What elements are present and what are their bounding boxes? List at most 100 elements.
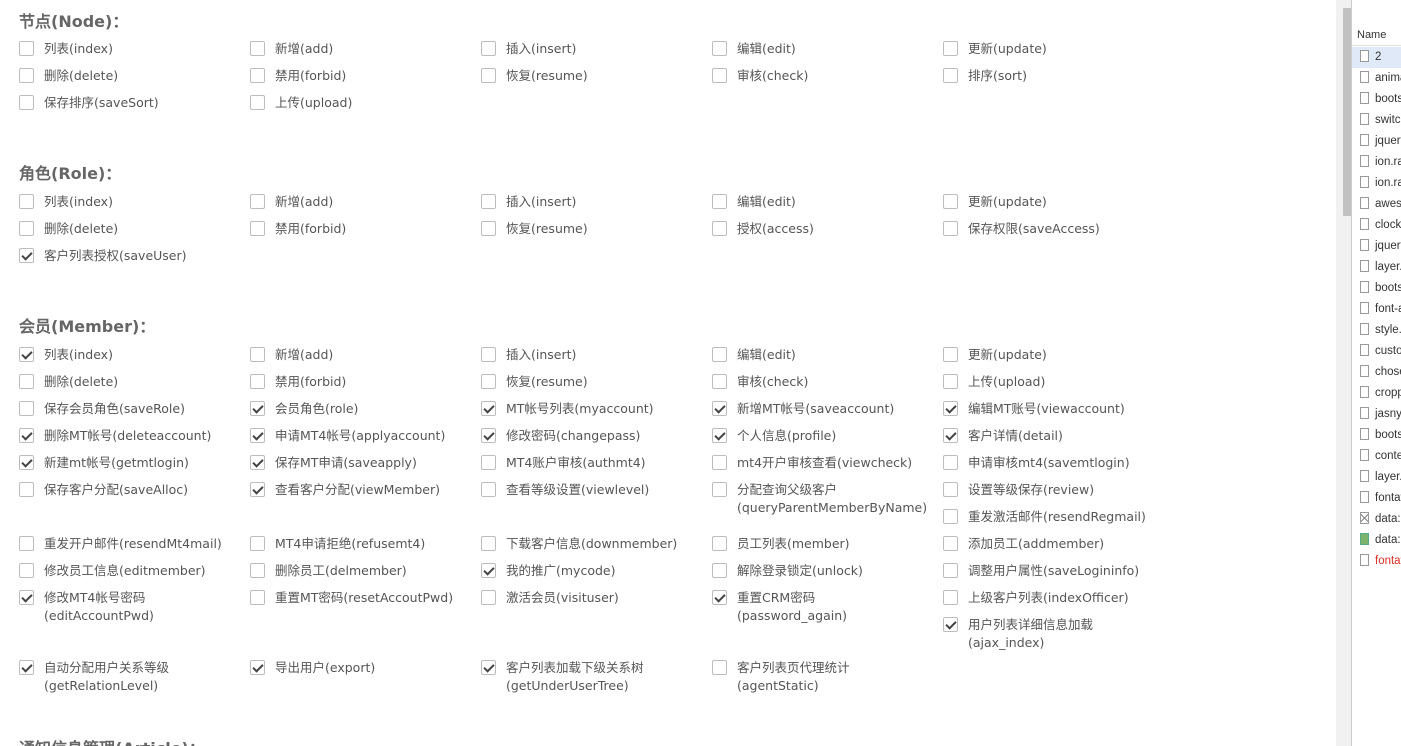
permission-checkbox[interactable]: [250, 194, 265, 209]
permission-option[interactable]: 员工列表(member): [712, 535, 850, 553]
permission-option[interactable]: 列表(index): [19, 193, 113, 211]
permission-option[interactable]: 个人信息(profile): [712, 427, 836, 445]
permission-checkbox[interactable]: [250, 428, 265, 443]
permission-checkbox[interactable]: [943, 68, 958, 83]
permission-checkbox[interactable]: [481, 482, 496, 497]
permission-option[interactable]: 新增MT帐号(saveaccount): [712, 400, 894, 418]
permission-checkbox[interactable]: [943, 482, 958, 497]
permission-checkbox[interactable]: [481, 41, 496, 56]
permission-checkbox[interactable]: [250, 660, 265, 675]
permission-checkbox[interactable]: [943, 590, 958, 605]
permission-option[interactable]: 保存排序(saveSort): [19, 94, 159, 112]
permission-checkbox[interactable]: [481, 563, 496, 578]
permission-checkbox[interactable]: [250, 563, 265, 578]
permission-checkbox[interactable]: [943, 401, 958, 416]
permission-option[interactable]: 修改员工信息(editmember): [19, 562, 206, 580]
permission-checkbox[interactable]: [19, 374, 34, 389]
permission-checkbox[interactable]: [19, 194, 34, 209]
permission-option[interactable]: 列表(index): [19, 346, 113, 364]
permission-option[interactable]: 更新(update): [943, 346, 1047, 364]
permission-option[interactable]: 新增(add): [250, 193, 333, 211]
permission-checkbox[interactable]: [250, 374, 265, 389]
permission-checkbox[interactable]: [250, 347, 265, 362]
permission-option[interactable]: 重发激活邮件(resendRegmail): [943, 508, 1146, 526]
permission-option[interactable]: 恢复(resume): [481, 67, 588, 85]
permission-option[interactable]: 解除登录锁定(unlock): [712, 562, 863, 580]
permission-option[interactable]: mt4开户审核查看(viewcheck): [712, 454, 912, 472]
permission-option[interactable]: 客户列表页代理统计 (agentStatic): [712, 659, 850, 695]
network-request-row[interactable]: animate.css: [1352, 68, 1401, 89]
permission-option[interactable]: 设置等级保存(review): [943, 481, 1094, 499]
permission-checkbox[interactable]: [943, 374, 958, 389]
permission-checkbox[interactable]: [19, 455, 34, 470]
permission-checkbox[interactable]: [250, 95, 265, 110]
permission-option[interactable]: 审核(check): [712, 373, 808, 391]
permission-checkbox[interactable]: [19, 248, 34, 263]
permission-option[interactable]: 新增(add): [250, 40, 333, 58]
permission-option[interactable]: 重发开户邮件(resendMt4mail): [19, 535, 222, 553]
permission-option[interactable]: 恢复(resume): [481, 373, 588, 391]
network-request-row[interactable]: layer.css: [1352, 257, 1401, 278]
network-request-row[interactable]: fontawesome.ttf: [1352, 551, 1401, 572]
permission-checkbox[interactable]: [250, 590, 265, 605]
network-request-row[interactable]: switchery.css: [1352, 110, 1401, 131]
permission-option[interactable]: 上传(upload): [250, 94, 352, 112]
permission-option[interactable]: 申请MT4帐号(applyaccount): [250, 427, 445, 445]
network-request-row[interactable]: bootstrap.min.css: [1352, 89, 1401, 110]
permission-option[interactable]: 激活会员(visituser): [481, 589, 619, 607]
permission-option[interactable]: 查看等级设置(viewlevel): [481, 481, 649, 499]
network-request-row[interactable]: jquery.js: [1352, 131, 1401, 152]
network-request-row[interactable]: 2: [1352, 47, 1401, 68]
permission-checkbox[interactable]: [481, 194, 496, 209]
permission-checkbox[interactable]: [481, 536, 496, 551]
permission-checkbox[interactable]: [481, 401, 496, 416]
permission-option[interactable]: 下载客户信息(downmember): [481, 535, 677, 553]
permission-checkbox[interactable]: [250, 455, 265, 470]
permission-option[interactable]: 禁用(forbid): [250, 67, 346, 85]
permission-option[interactable]: 更新(update): [943, 40, 1047, 58]
permission-checkbox[interactable]: [712, 401, 727, 416]
permission-checkbox[interactable]: [19, 590, 34, 605]
network-request-row[interactable]: style.css: [1352, 320, 1401, 341]
permission-option[interactable]: 上传(upload): [943, 373, 1045, 391]
permission-checkbox[interactable]: [943, 536, 958, 551]
permission-option[interactable]: 保存MT申请(saveapply): [250, 454, 417, 472]
permission-option[interactable]: 编辑(edit): [712, 40, 796, 58]
permission-option[interactable]: 上级客户列表(indexOfficer): [943, 589, 1129, 607]
permission-option[interactable]: 自动分配用户关系等级 (getRelationLevel): [19, 659, 169, 695]
permission-option[interactable]: 插入(insert): [481, 346, 576, 364]
permission-checkbox[interactable]: [712, 482, 727, 497]
network-request-row[interactable]: bootstrap-table.css: [1352, 425, 1401, 446]
permission-option[interactable]: 删除(delete): [19, 67, 118, 85]
permission-option[interactable]: 新增(add): [250, 346, 333, 364]
permission-checkbox[interactable]: [712, 41, 727, 56]
permission-option[interactable]: 授权(access): [712, 220, 814, 238]
permission-option[interactable]: 删除MT帐号(deleteaccount): [19, 427, 211, 445]
permission-option[interactable]: 排序(sort): [943, 67, 1027, 85]
permission-checkbox[interactable]: [481, 347, 496, 362]
permission-checkbox[interactable]: [19, 41, 34, 56]
permission-checkbox[interactable]: [712, 536, 727, 551]
permission-checkbox[interactable]: [712, 374, 727, 389]
network-request-row[interactable]: awesome.css: [1352, 194, 1401, 215]
permission-checkbox[interactable]: [19, 482, 34, 497]
permission-option[interactable]: 恢复(resume): [481, 220, 588, 238]
permission-checkbox[interactable]: [19, 95, 34, 110]
permission-checkbox[interactable]: [943, 455, 958, 470]
permission-checkbox[interactable]: [481, 374, 496, 389]
permission-checkbox[interactable]: [712, 221, 727, 236]
network-request-row[interactable]: cropper.css: [1352, 383, 1401, 404]
permission-option[interactable]: 申请审核mt4(savemtlogin): [943, 454, 1130, 472]
permission-checkbox[interactable]: [943, 41, 958, 56]
network-request-row[interactable]: clockpicker.css: [1352, 215, 1401, 236]
network-request-row[interactable]: font-awesome.css: [1352, 299, 1401, 320]
permission-option[interactable]: 修改密码(changepass): [481, 427, 640, 445]
permission-option[interactable]: 删除(delete): [19, 373, 118, 391]
permission-option[interactable]: 删除(delete): [19, 220, 118, 238]
permission-checkbox[interactable]: [19, 221, 34, 236]
permission-option[interactable]: 新建mt帐号(getmtlogin): [19, 454, 189, 472]
permission-option[interactable]: MT4账户审核(authmt4): [481, 454, 646, 472]
permission-option[interactable]: MT帐号列表(myaccount): [481, 400, 654, 418]
permission-checkbox[interactable]: [481, 68, 496, 83]
network-request-row[interactable]: custom.css: [1352, 341, 1401, 362]
